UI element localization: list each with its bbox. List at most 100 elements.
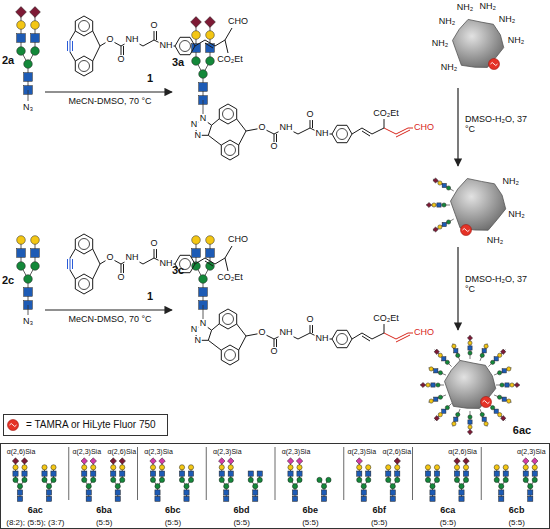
sialic-acid-diamond [30, 7, 41, 18]
mannose-circle [224, 484, 229, 489]
bond-line [67, 259, 68, 269]
glcnac-square [459, 496, 464, 501]
glcnac-square [228, 471, 233, 476]
glcnac-square [502, 397, 506, 401]
glcnac-square [17, 490, 22, 495]
glcnac-square [86, 496, 91, 501]
mannose-circle [321, 484, 326, 489]
bond-line [93, 264, 100, 279]
atom-label: N [190, 325, 199, 335]
atom-label: O [305, 110, 314, 120]
atom-label: N [193, 336, 202, 346]
bond-line [362, 128, 372, 134]
bond-line [67, 41, 68, 51]
atom-label: O [269, 142, 278, 152]
glcnac-square [155, 496, 160, 501]
glcnac-square [288, 471, 293, 476]
galactose-circle [468, 425, 472, 429]
atom-label: N₃ [22, 317, 34, 327]
mannose-circle [438, 395, 442, 399]
aromatic-circle [223, 109, 234, 120]
panel-separators [69, 447, 482, 500]
glcnac-square [150, 471, 155, 476]
aromatic-circle [225, 145, 236, 156]
mannose-circle [120, 477, 125, 482]
atom-label: O [149, 239, 158, 249]
mannose-circle [395, 477, 400, 482]
galactose-circle [438, 181, 442, 185]
atom-label: O [257, 123, 266, 133]
glcnac-square [395, 471, 400, 476]
compound-number: 6cb [509, 506, 525, 516]
atom-label: NH [159, 259, 174, 269]
sialic-acid-diamond [420, 382, 425, 387]
sialic-acid-diamond [90, 458, 97, 465]
sialic-acid-diamond [12, 458, 18, 465]
fluorophore-dot [489, 59, 500, 70]
bond-line [428, 395, 446, 402]
aromatic-circle [225, 350, 236, 361]
bond-line [72, 259, 73, 269]
sialic-acid-diamond [394, 458, 401, 465]
compound-number: 6be [303, 506, 319, 516]
aromatic-circle [79, 61, 90, 72]
bond-line [396, 130, 410, 137]
galactose-circle [31, 236, 40, 245]
glcnac-square [390, 490, 395, 495]
glcnac-square [115, 490, 120, 495]
atom-label: CHO [227, 235, 249, 245]
nanoparticle [445, 360, 496, 408]
glcnac-square [253, 496, 258, 501]
glcnac-square [357, 471, 362, 476]
mannose-circle [430, 484, 435, 489]
aromatic-circle [337, 334, 348, 345]
glcnac-square [206, 249, 215, 258]
glcnac-square [386, 471, 391, 476]
glcnac-square [434, 397, 438, 401]
fluorophore-squiggle [483, 401, 490, 404]
reaction-arrow [45, 91, 172, 92]
galactose-circle [498, 353, 502, 357]
mannose-circle [499, 484, 504, 489]
bond-line [480, 409, 487, 427]
atom-label: O [105, 253, 114, 263]
condition-label: DMSO-H₂O, 37 °C [465, 115, 527, 135]
mannose-circle [115, 484, 120, 489]
atom-label: O [116, 273, 125, 283]
mannose-circle [357, 477, 362, 482]
atom-label: NH [279, 328, 294, 338]
mannose-circle [199, 275, 208, 284]
fluorophore-dot [461, 225, 472, 236]
mannose-circle [468, 415, 472, 419]
bond-line [196, 22, 197, 61]
galactose-circle [120, 465, 125, 470]
mannose-circle [456, 353, 460, 357]
benzene-ring [219, 309, 236, 329]
bond-line [310, 119, 311, 128]
galactose-circle [484, 344, 488, 348]
bond-line [384, 128, 396, 134]
mannose-circle [434, 477, 439, 482]
atom-label: N [193, 131, 202, 141]
glcnac-square [192, 249, 201, 258]
mannose-circle [24, 275, 33, 284]
sialic-acid-diamond [523, 458, 530, 465]
atom-label: CO₂Et [216, 55, 244, 65]
bond-line [195, 258, 205, 264]
mannose-circle [532, 477, 537, 482]
galactose-circle [366, 465, 371, 470]
bond-line [212, 324, 219, 330]
benzene-ring [75, 56, 92, 76]
atom-label: NH₂ [456, 3, 475, 13]
sialic-acid-diamond [501, 416, 506, 421]
galactose-circle [429, 367, 433, 371]
nanoparticle [451, 179, 506, 231]
ratio-label: (5:5) [233, 519, 249, 528]
mannose-circle [199, 70, 208, 79]
sialic-acid-diamond [21, 458, 28, 465]
galactose-circle [498, 413, 502, 417]
galactose-circle [206, 236, 215, 245]
bond-line [494, 395, 512, 402]
ratio-label: (5:5) [302, 519, 318, 528]
glcnac-square [115, 496, 120, 501]
